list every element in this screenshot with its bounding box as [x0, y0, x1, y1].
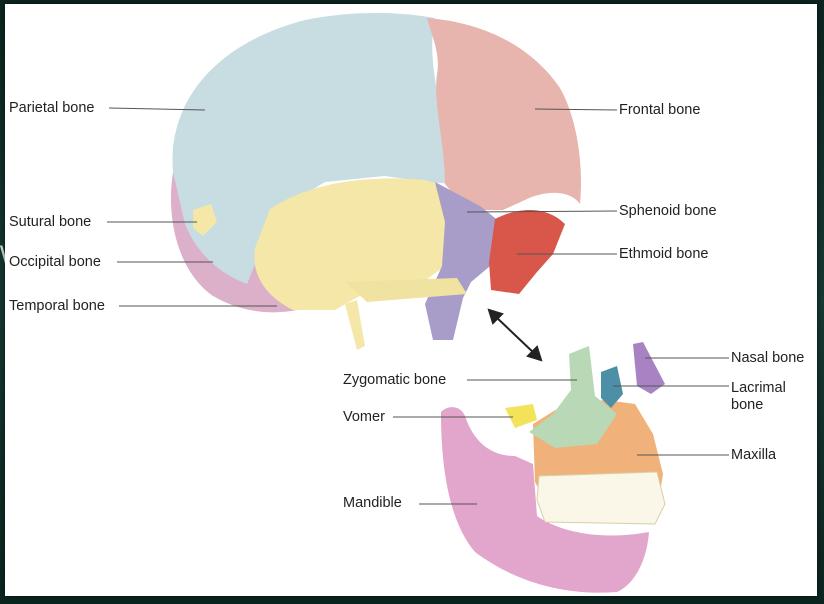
mandible-region	[441, 407, 649, 593]
styloid-process	[345, 300, 365, 350]
exploded-view-arrow	[487, 308, 543, 362]
label-sphenoid-bone: Sphenoid bone	[619, 203, 717, 219]
label-zygomatic-bone: Zygomatic bone	[343, 372, 447, 388]
temporal-region	[254, 178, 449, 310]
edge-fragment: \	[0, 228, 9, 288]
leader-lines	[107, 107, 729, 505]
label-sutural-bone: Sutural bone	[9, 214, 92, 230]
label-maxilla: Maxilla	[731, 447, 777, 463]
sutural-patch	[193, 204, 217, 236]
lacrimal-region	[601, 366, 623, 408]
zygomatic-arch	[345, 278, 467, 302]
sphenoid-region	[425, 182, 500, 340]
frontal-region	[427, 18, 581, 210]
label-temporal-bone: Temporal bone	[9, 298, 105, 314]
facial-bones	[441, 342, 666, 593]
nasal-region	[633, 342, 665, 394]
label-parietal-bone: Parietal bone	[9, 100, 95, 116]
vomer-region	[505, 404, 537, 428]
parietal-region	[172, 13, 455, 284]
ethmoid-region	[489, 209, 565, 294]
label-ethmoid-bone: Ethmoid bone	[619, 246, 709, 262]
label-occipital-bone: Occipital bone	[9, 254, 101, 270]
label-frontal-bone: Frontal bone	[619, 102, 701, 118]
teeth-row	[536, 471, 666, 525]
cranium	[170, 13, 581, 350]
zygomatic-region	[529, 346, 617, 448]
label-lacrimal-bone: Lacrimal bone	[731, 380, 786, 413]
figure-panel: Parietal bone Frontal bone Sutural bone …	[5, 4, 817, 596]
label-mandible: Mandible	[343, 495, 402, 511]
label-vomer: Vomer	[343, 409, 385, 425]
label-nasal-bone: Nasal bone	[731, 350, 805, 366]
skull-illustration	[107, 13, 729, 593]
